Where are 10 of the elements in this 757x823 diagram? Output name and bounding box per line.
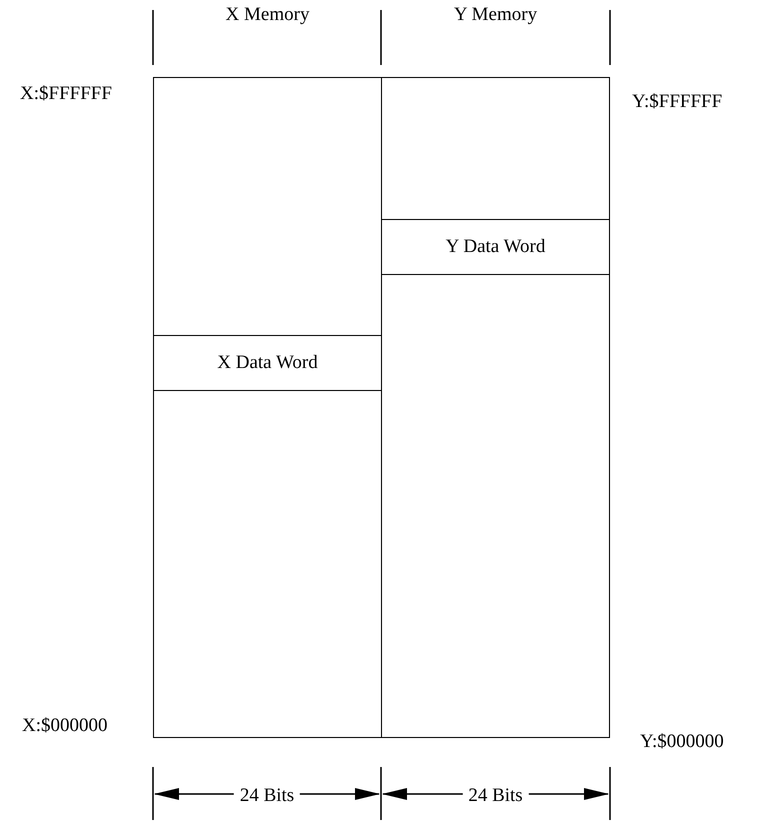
column-heading: Y Memory xyxy=(452,4,538,26)
address-label: Y:$FFFFFF xyxy=(632,90,722,114)
column-heading: X Memory xyxy=(224,4,310,26)
address-label: Y:$000000 xyxy=(640,730,724,754)
address-label: X:$000000 xyxy=(22,714,108,738)
data-word-label: X Data Word xyxy=(217,350,318,375)
data-word-box xyxy=(154,335,381,391)
data-word-label: Y Data Word xyxy=(446,234,546,259)
data-word-box xyxy=(382,219,609,275)
address-label: X:$FFFFFF xyxy=(20,82,112,106)
